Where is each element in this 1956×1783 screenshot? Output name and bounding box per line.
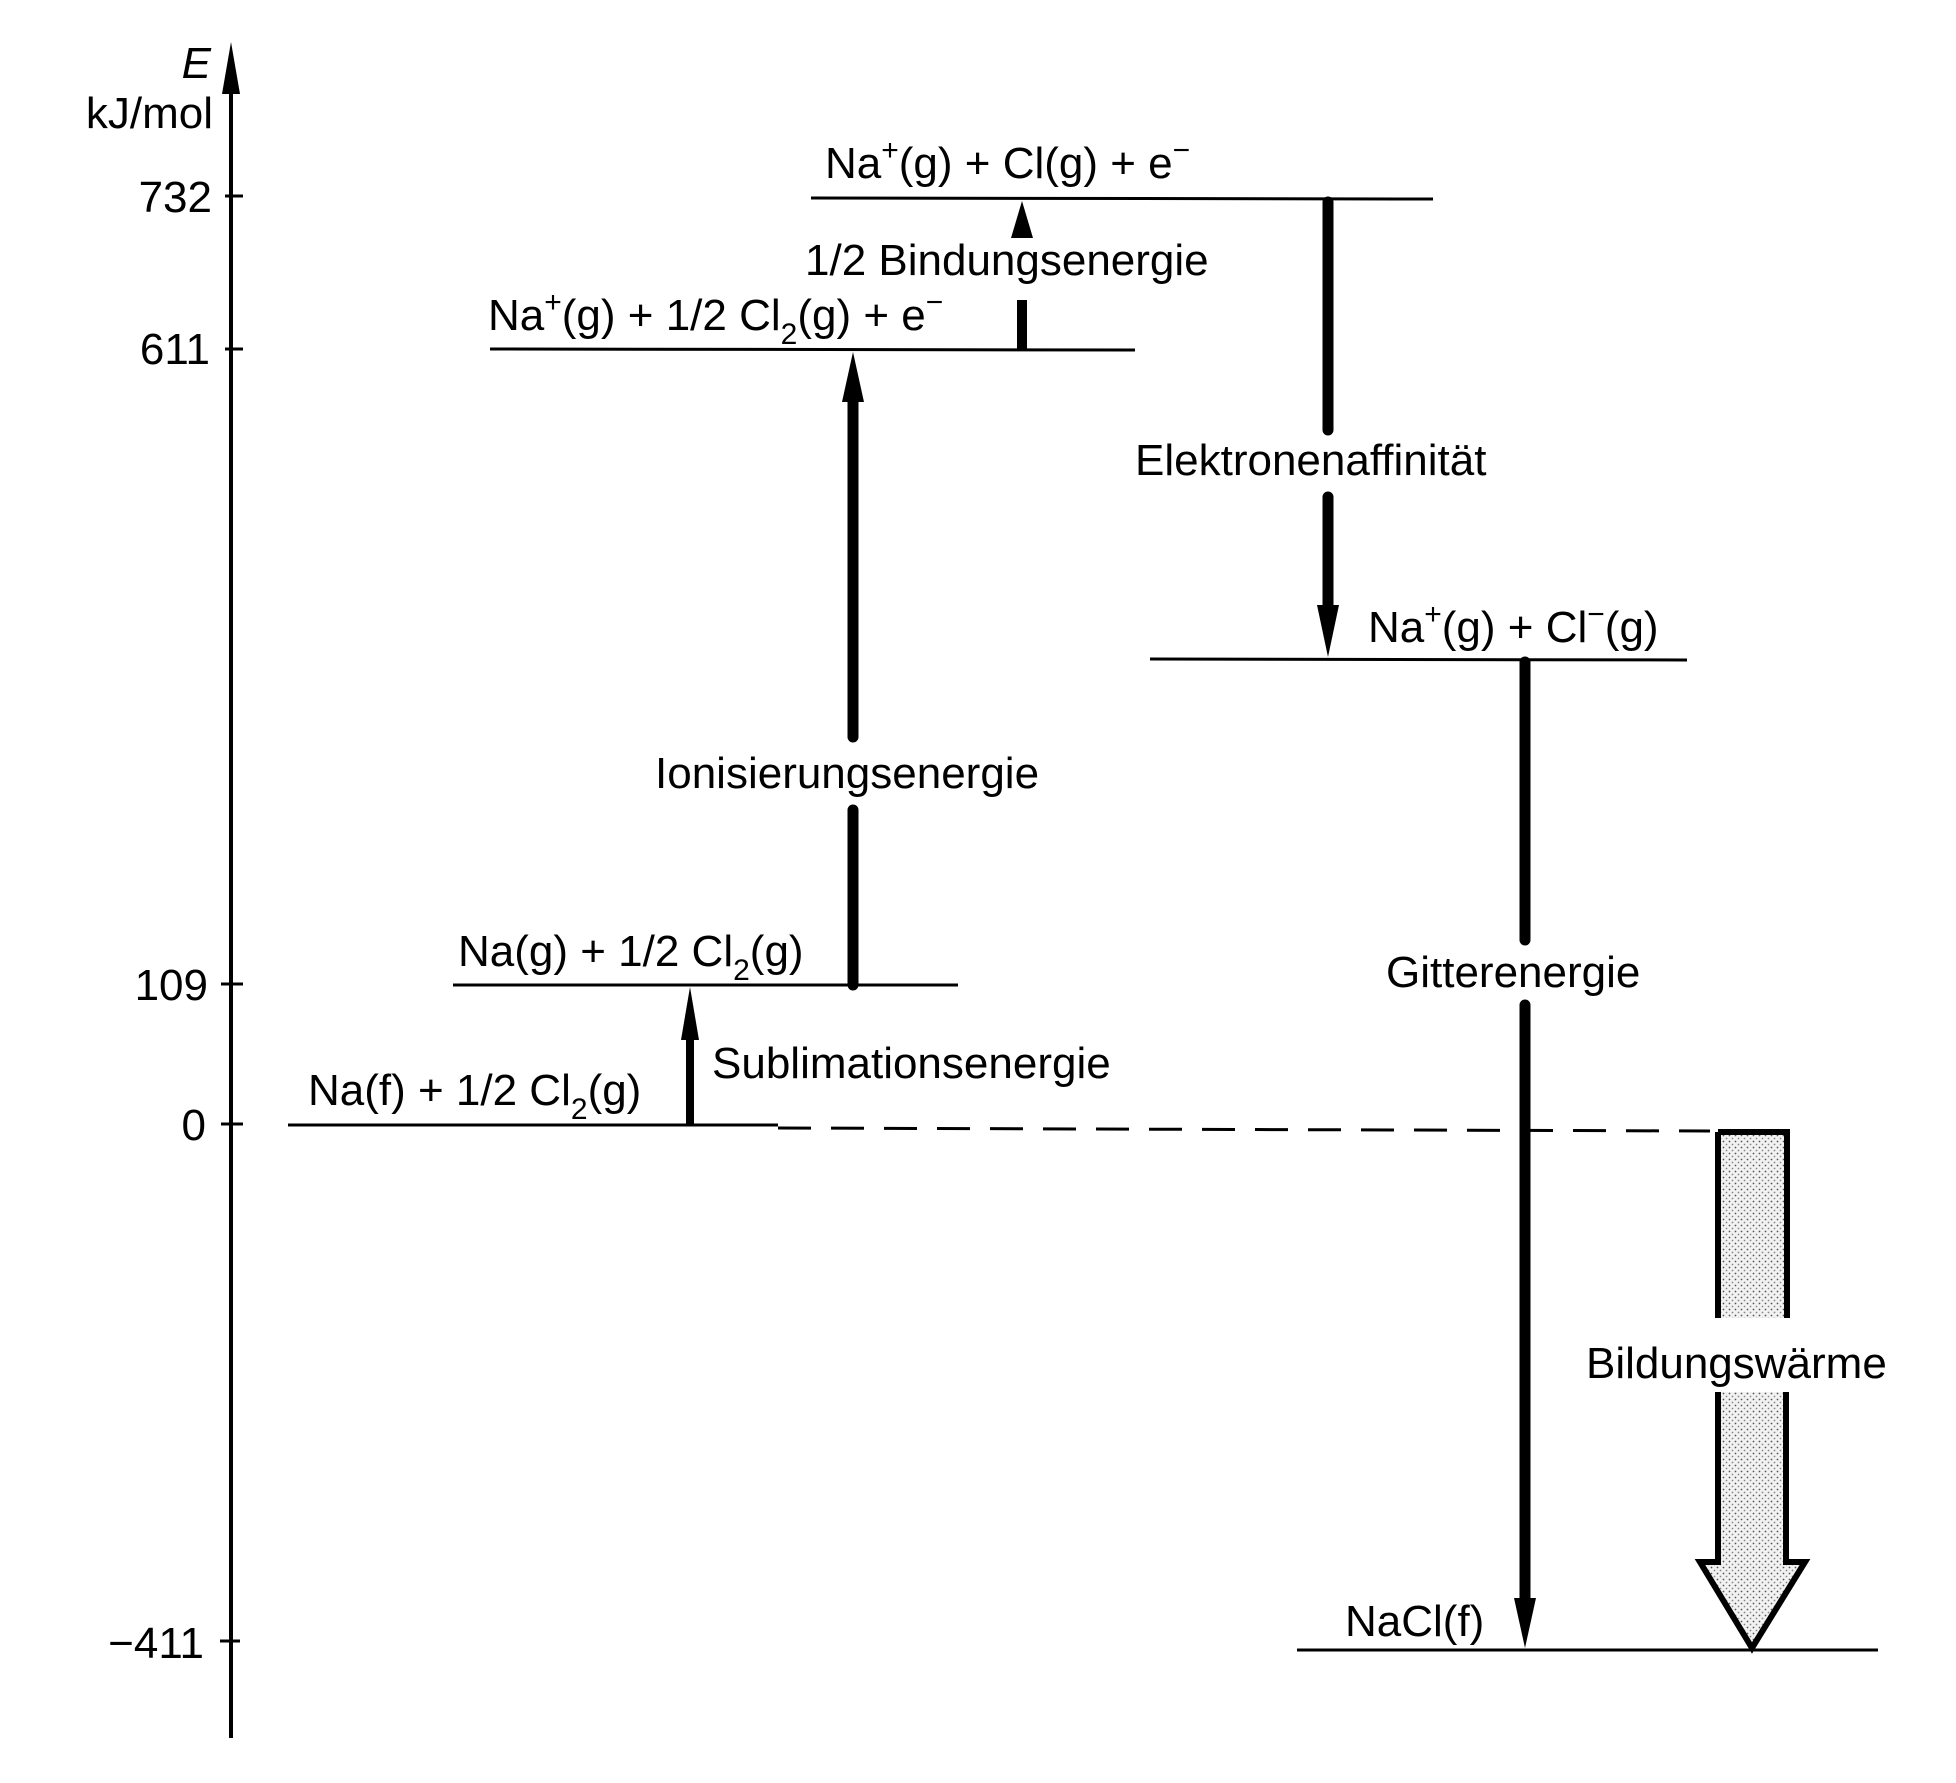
sublimation-label: Sublimationsenergie xyxy=(712,1039,1111,1088)
transitions: Sublimationsenergie Ionisierungsenergie … xyxy=(655,196,1887,1654)
arrowhead-down-icon xyxy=(1514,1598,1536,1648)
level-label-na-ion: Na+(g) + 1/2 Cl2(g) + e− xyxy=(488,286,943,351)
sublimation-arrow xyxy=(681,987,699,1125)
level-label-ions: Na+(g) + Cl−(g) xyxy=(1368,598,1659,652)
level-label-na-gas: Na(g) + 1/2 Cl2(g) xyxy=(458,927,804,987)
energy-axis: E kJ/mol 732 611 109 0 −411 xyxy=(86,39,243,1738)
formation-heat-arrow xyxy=(1694,1129,1811,1654)
level-label-na-solid: Na(f) + 1/2 Cl2(g) xyxy=(308,1066,641,1126)
level-line-611 xyxy=(489,347,1136,352)
tick-label-0: 0 xyxy=(182,1101,206,1150)
arrowhead-up-icon xyxy=(681,987,699,1040)
level-label-cl-atom: Na+(g) + Cl(g) + e− xyxy=(825,134,1190,188)
axis-unit: kJ/mol xyxy=(86,89,213,138)
reference-dashed-line xyxy=(777,1126,1711,1133)
level-label-nacl: NaCl(f) xyxy=(1345,1597,1484,1646)
level-line-ions xyxy=(1149,657,1688,662)
ionization-label: Ionisierungsenergie xyxy=(655,749,1039,798)
arrowhead-up-icon xyxy=(842,352,864,402)
arrowhead-up-icon xyxy=(1011,201,1033,238)
bond-energy-label: 1/2 Bindungsenergie xyxy=(805,236,1209,285)
electron-affinity-arrow xyxy=(1317,196,1339,657)
ionization-arrow xyxy=(842,352,864,991)
energy-levels xyxy=(288,196,1878,1652)
tick-label-minus-411: −411 xyxy=(108,1619,204,1668)
arrowhead-down-icon xyxy=(1317,605,1339,657)
axis-symbol: E xyxy=(182,39,212,88)
electron-affinity-label: Elektronenaffinität xyxy=(1135,436,1486,485)
tick-label-611: 611 xyxy=(140,325,210,374)
level-line-732 xyxy=(810,196,1434,201)
tick-label-732: 732 xyxy=(139,173,212,222)
bond-energy-arrow xyxy=(1011,201,1033,349)
tick-label-109: 109 xyxy=(135,961,208,1010)
lattice-energy-arrow xyxy=(1514,656,1536,1648)
formation-heat-label: Bildungswärme xyxy=(1586,1339,1887,1388)
level-labels: Na(f) + 1/2 Cl2(g) Na(g) + 1/2 Cl2(g) Na… xyxy=(308,134,1659,1646)
axis-arrow-icon xyxy=(222,42,240,94)
lattice-energy-label: Gitterenergie xyxy=(1386,948,1640,997)
